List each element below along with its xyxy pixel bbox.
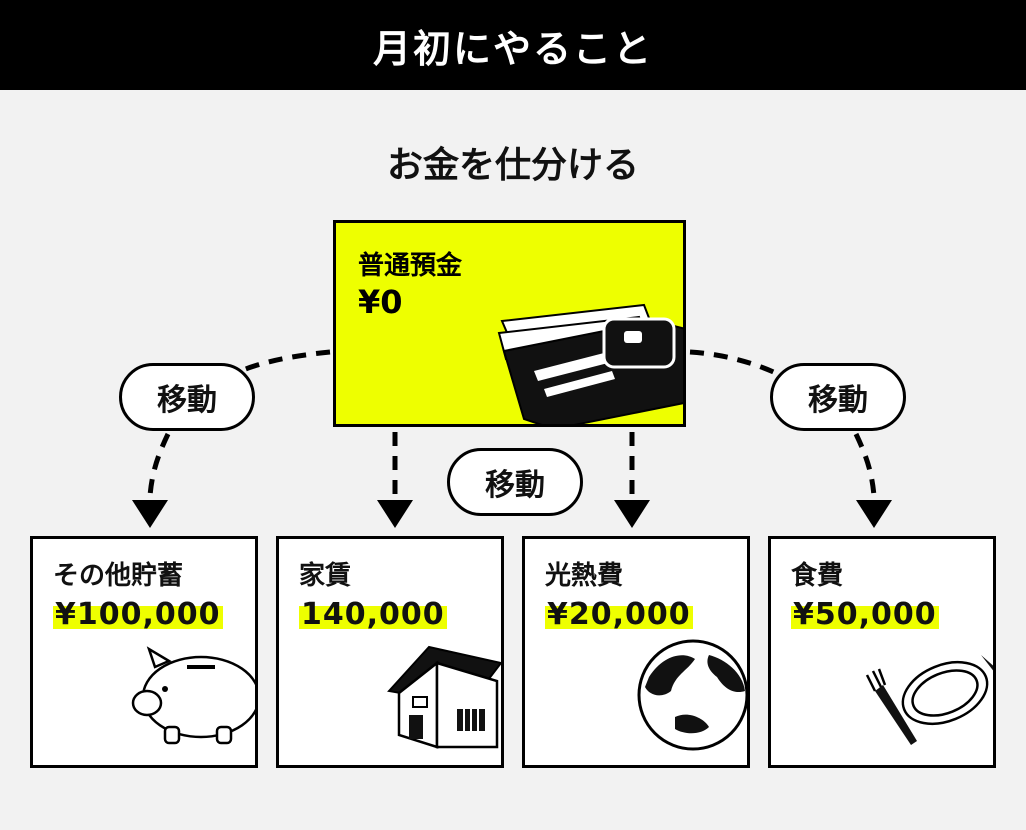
card-rent: 家賃 140,000	[276, 536, 504, 768]
fork-plate-icon	[865, 655, 993, 745]
card-other-savings: その他貯蓄 ¥100,000	[30, 536, 258, 768]
connector-left-top	[237, 349, 331, 375]
move-label-right: 移動	[770, 363, 906, 431]
arrowhead-saving	[132, 500, 168, 528]
connector-left-down	[147, 432, 171, 497]
source-account-amount: ¥0	[358, 283, 403, 321]
source-account-label: 普通預金	[358, 251, 463, 281]
move-label-left: 移動	[119, 363, 255, 431]
card-label: 光熱費	[545, 561, 624, 591]
move-label-center: 移動	[447, 448, 583, 516]
card-label: その他貯蓄	[53, 561, 184, 591]
card-amount: ¥50,000	[791, 597, 939, 632]
connector-right-down	[853, 432, 877, 497]
arrowhead-utilities	[614, 500, 650, 528]
connector-right-top	[689, 349, 780, 377]
section-subtitle: お金を仕分ける	[386, 145, 639, 186]
piggy-bank-icon	[131, 646, 255, 745]
card-amount: ¥20,000	[545, 597, 693, 632]
wallet-icon	[497, 303, 683, 424]
card-label: 家賃	[299, 561, 352, 591]
card-utilities: 光熱費 ¥20,000	[522, 536, 750, 768]
source-account-card: 普通預金 ¥0	[333, 220, 686, 427]
globe-icon	[637, 639, 747, 751]
house-icon	[387, 645, 501, 749]
arrowhead-rent	[377, 500, 413, 528]
arrowhead-food	[856, 500, 892, 528]
card-amount: ¥100,000	[53, 597, 223, 632]
card-amount: 140,000	[299, 597, 447, 632]
card-food: 食費 ¥50,000	[768, 536, 996, 768]
page-header: 月初にやること	[0, 0, 1026, 90]
page-title: 月初にやること	[372, 26, 653, 71]
card-label: 食費	[791, 561, 844, 591]
